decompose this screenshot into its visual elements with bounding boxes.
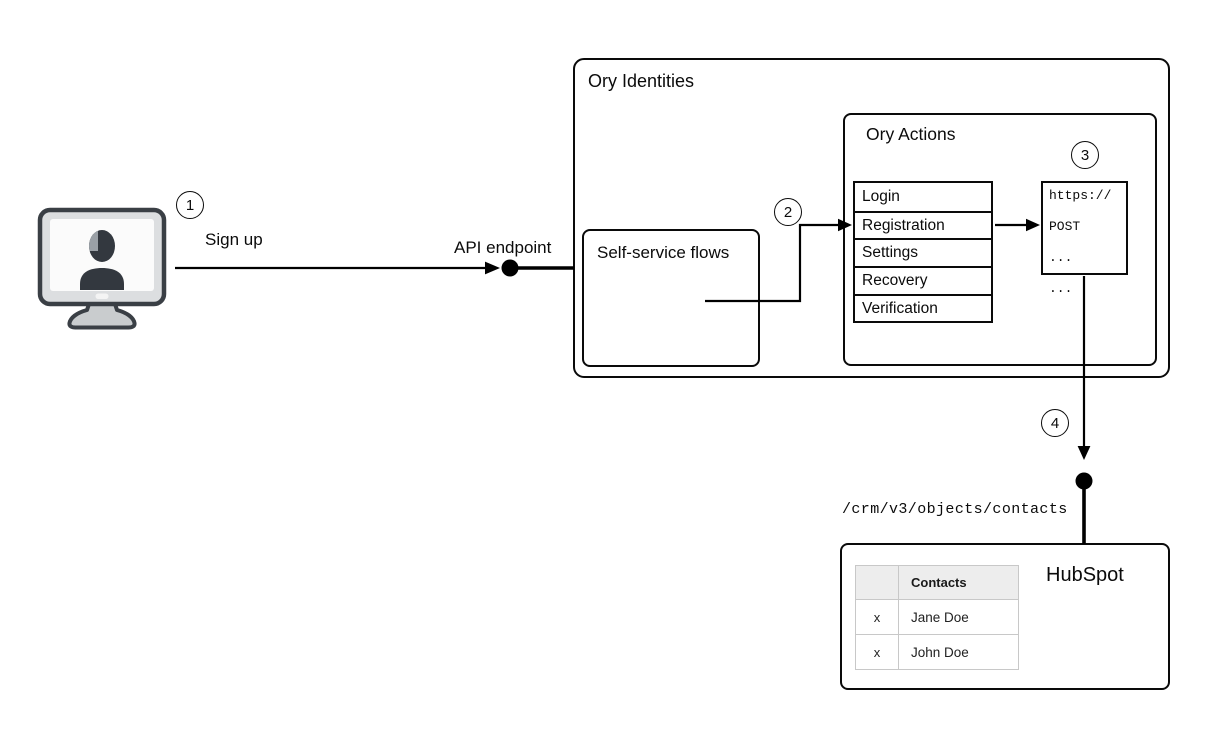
api-endpoint-dot (501, 259, 519, 277)
step-1-badge: 1 (176, 191, 204, 219)
step-4-badge: 4 (1041, 409, 1069, 437)
hubspot-title: HubSpot (1046, 564, 1124, 586)
flow-arrowhead (838, 218, 852, 232)
flow-row-recovery: Recovery (855, 266, 991, 294)
person-shoulders (80, 268, 124, 290)
flow-row-registration: Registration (855, 210, 991, 239)
flow-arrow-line (705, 223, 838, 303)
flow-row-verification: Verification (855, 293, 991, 322)
contacts-table-header-contacts: Contacts (898, 565, 1019, 600)
table-row: x Jane Doe (855, 599, 1019, 635)
crm-path-label: /crm/v3/objects/contacts (842, 501, 1068, 518)
self-service-flows-box: Self-service flows (582, 229, 760, 367)
user-computer-icon (36, 206, 168, 339)
webhook-down-arrowhead (1077, 446, 1091, 460)
hubspot-endpoint-dot (1075, 472, 1093, 490)
contacts-table: Contacts x Jane Doe x John Doe (855, 565, 1019, 670)
step-2-badge: 2 (774, 198, 802, 226)
monitor-stand (67, 296, 137, 330)
contacts-table-header-row: Contacts (855, 565, 1019, 600)
registration-webhook-arrowhead (1026, 218, 1040, 232)
code-line-3: ... (1049, 250, 1073, 265)
signup-arrowhead (485, 261, 500, 275)
code-line-1: https:// (1049, 188, 1112, 203)
self-service-flows-title: Self-service flows (597, 243, 730, 262)
code-line-2: POST (1049, 219, 1081, 234)
contact-2-marker: x (855, 634, 899, 670)
code-line-4: ... (1049, 281, 1073, 296)
flow-list: Login Registration Settings Recovery Ver… (853, 181, 993, 324)
flow-row-settings: Settings (855, 238, 991, 266)
contact-2-name: John Doe (898, 634, 1019, 670)
webhook-code-box: https:// POST ... ... (1041, 181, 1128, 296)
step-3-badge: 3 (1071, 141, 1099, 169)
contact-1-name: Jane Doe (898, 599, 1019, 635)
monitor-button (95, 293, 109, 299)
api-endpoint-label: API endpoint (454, 238, 552, 257)
flow-row-login: Login (862, 187, 900, 205)
person-head-highlight (89, 230, 98, 251)
table-row: x John Doe (855, 634, 1019, 670)
contacts-table-corner-cell (855, 565, 899, 600)
ory-actions-title: Ory Actions (866, 124, 956, 144)
sign-up-label: Sign up (205, 230, 263, 249)
ory-identities-title: Ory Identities (588, 71, 695, 91)
